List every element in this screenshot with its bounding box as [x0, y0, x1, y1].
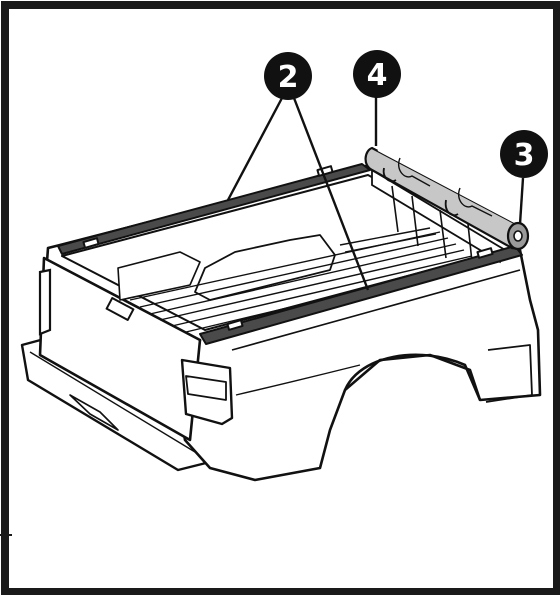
- callout-badge-4: 4: [353, 50, 401, 98]
- left-tail-light: [38, 268, 52, 336]
- side-rails: [57, 163, 523, 345]
- leader-3: [518, 177, 525, 225]
- callout-leaders: [226, 94, 525, 291]
- rail-clamp: [226, 319, 244, 331]
- rail-clamp: [316, 165, 334, 177]
- leader-2-right: [292, 97, 370, 291]
- callout-label-3: 3: [514, 138, 535, 173]
- callout-badge-3: 3: [500, 130, 548, 178]
- right-rail: [199, 245, 523, 345]
- callout-badge-2: 2: [264, 52, 312, 100]
- rail-clamp: [476, 247, 494, 259]
- callout-label-4: 4: [367, 58, 388, 93]
- callout-label-2: 2: [278, 60, 299, 95]
- leader-2-left: [226, 97, 284, 201]
- rolled-tonneau-cover: [364, 146, 530, 251]
- tail-light: [180, 358, 234, 426]
- rail-clamp: [82, 237, 100, 249]
